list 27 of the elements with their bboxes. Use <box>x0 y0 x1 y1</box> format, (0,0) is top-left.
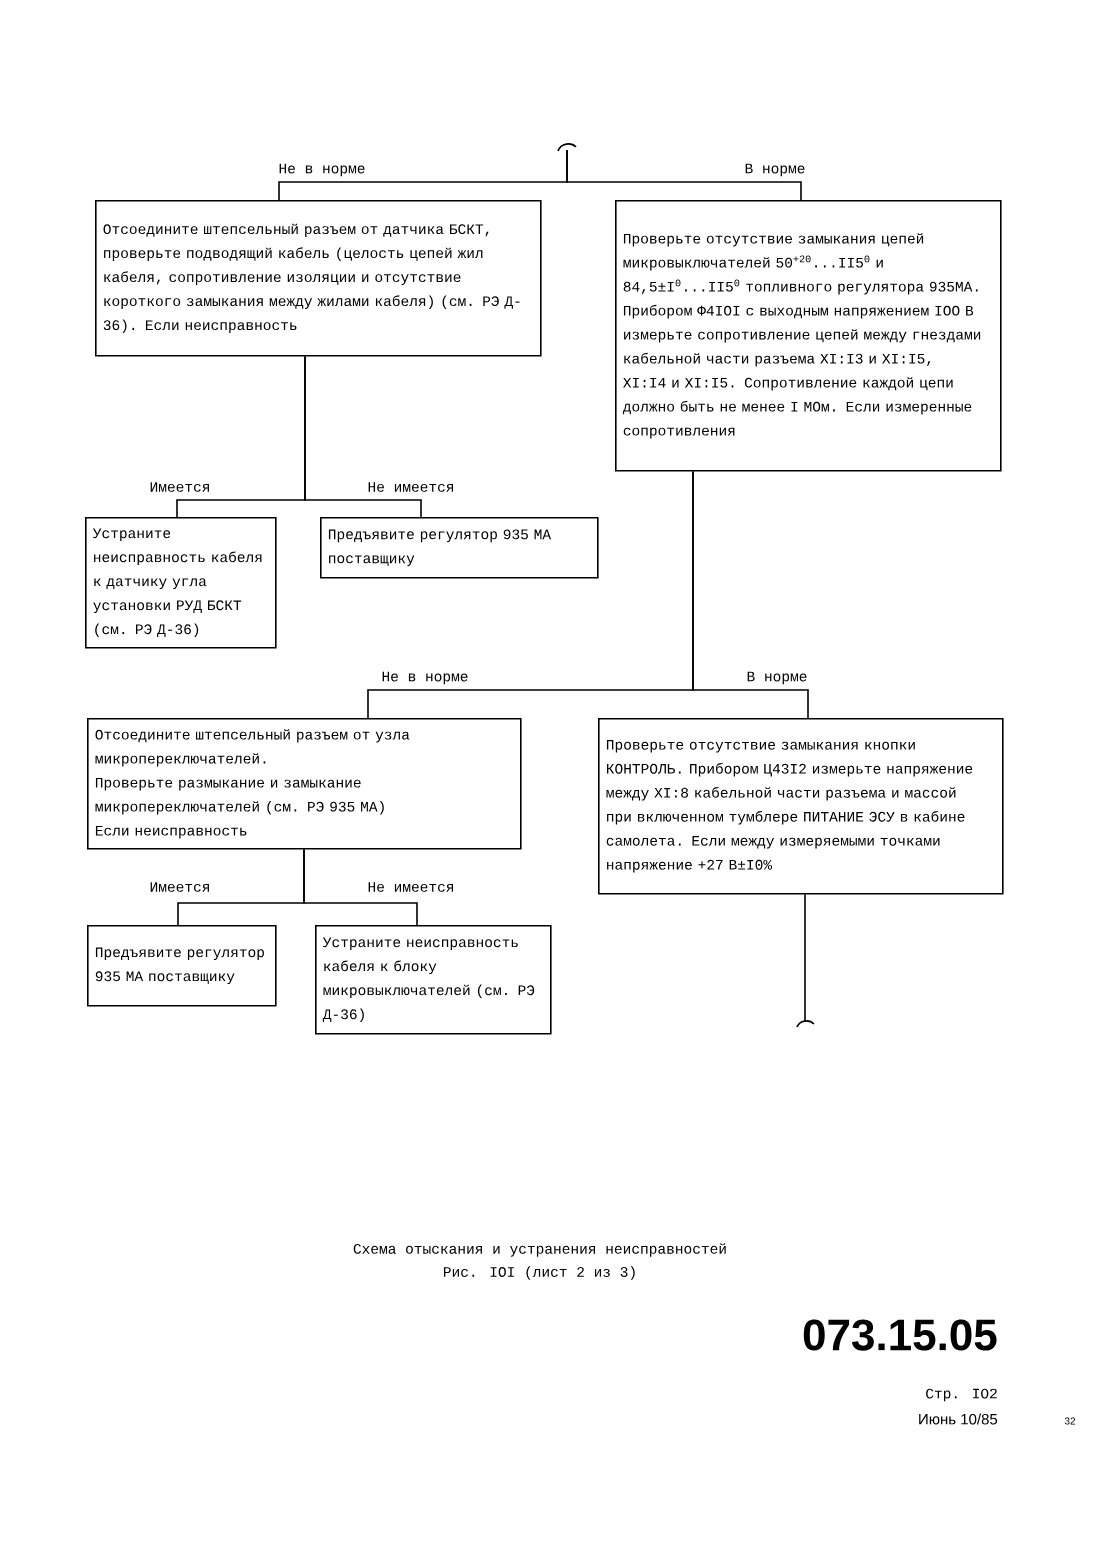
edge-label: В норме <box>745 670 809 686</box>
document-number: 073.15.05 <box>803 1319 997 1351</box>
process-box: Проверьте отсутствие замыкания цепей микровыключателей 50$^{+20}$...II5$^{0}$ и 84,5±I$^{0}$...II5$^{0}$ топливного регулятора 935МА. Прибором Ф4IOI с выходным напряжением IOO В измерьте сопротивление цепей между гнездами кабельной части разъема XI:I3 и XI:I5, XI:I4 и XI:I5. Сопротивление каждой цепи должно быть не менее I МОм. Если измеренные сопротивления <box>615 200 1002 472</box>
process-box: Предъявите регулятор 935 МА поставщику <box>320 517 599 579</box>
edge-label: Не в норме <box>277 162 367 178</box>
process-box: Устраните неисправность кабеля к блоку микровыключателей (см. РЭ Д-36) <box>315 925 552 1035</box>
page-number: Стр. IO2 <box>926 1388 997 1402</box>
edge-label: Не имеется <box>366 481 456 493</box>
edge-label: Имеется <box>148 481 212 493</box>
connector-line <box>692 470 809 719</box>
process-box: Отсоедините штепсельный разъем от датчика БСКТ, проверьте подводящий кабель (целость цепей жил кабеля, сопротивление изоляции и отсутствие короткого замыкания между жилами кабеля) (см. РЭ Д-36). Если неисправность <box>95 200 542 357</box>
edge-label: Не в норме <box>380 670 470 686</box>
date: Июнь 10/85 <box>919 1413 998 1425</box>
connector-line <box>804 893 806 1023</box>
figure-number: Рис. IOI (лист 2 из 3) <box>444 1266 635 1280</box>
process-box: Предъявите регулятор 935 МА поставщику <box>87 925 277 1007</box>
edge-label: Имеется <box>148 881 212 893</box>
process-box: Проверьте отсутствие замыкания кнопки КОНТРОЛЬ. Прибором Ц43I2 измерьте напряжение между XI:8 кабельной части разъема и массой при включенном тумблере ПИТАНИЕ ЭСУ в кабине самолета. Если между измеряемыми точками напряжение +27 В±I0% <box>598 718 1004 895</box>
caption: Схема отыскания и устранения неисправностей <box>353 1243 726 1257</box>
process-box: Устраните неисправность кабеля к датчику угла установки РУД БСКТ (см. РЭ Д-36) <box>85 517 277 649</box>
sheet-number: 32 <box>1064 1417 1076 1425</box>
connector-line <box>566 149 802 201</box>
edge-label: Не имеется <box>366 881 456 893</box>
process-box: Отсоедините штепсельный разъем от узла микропереключателей. Проверьте размыкание и замыкание микропереключателей (см. РЭ 935 МА) Если неисправность <box>87 718 522 850</box>
connector-line <box>303 848 418 926</box>
edge-label: В норме <box>743 162 807 178</box>
connector-line <box>304 355 422 518</box>
